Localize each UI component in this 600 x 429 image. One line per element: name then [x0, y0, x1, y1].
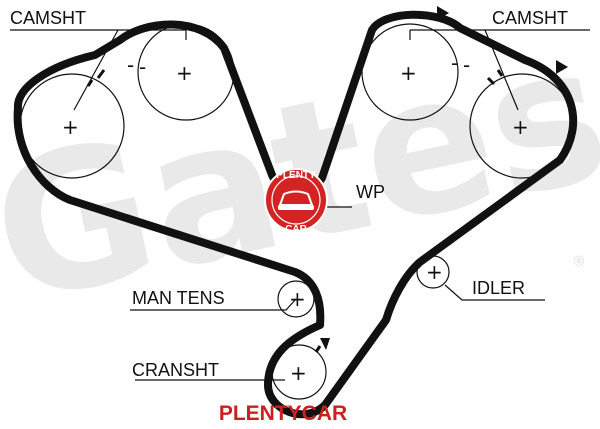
- left-camshaft-pulley-outer: [19, 73, 125, 179]
- rotation-arrow-crank-icon: [320, 338, 330, 350]
- leader-lines: [10, 29, 590, 381]
- right-outer-plus-mark: +: [512, 115, 529, 139]
- label-water-pump: WP: [356, 182, 385, 202]
- manual-tensioner-pulley: [277, 280, 315, 318]
- car-icon: [278, 190, 314, 206]
- rotation-arrow-right-icon: [556, 60, 568, 74]
- label-manual-tensioner: MAN TENS: [132, 288, 225, 308]
- crankshaft-pulley: [271, 344, 327, 400]
- right-timing-minus-mark: -: [451, 51, 458, 75]
- footer-brand: PLENTYCAR: [219, 402, 347, 425]
- right-camshaft-pulley-outer: [469, 73, 575, 179]
- label-idler: IDLER: [472, 278, 525, 298]
- label-crankshaft: CRANSHT: [132, 360, 219, 380]
- right-camshaft-pulley-inner: [361, 23, 459, 121]
- right-inner-plus-mark: +: [400, 61, 417, 85]
- alignment-ticks: [86, 69, 504, 353]
- badge-bottom-text: CAR: [285, 224, 307, 235]
- left-timing-minus-mark: -: [127, 53, 134, 77]
- label-camshaft-left: CAMSHT: [10, 8, 86, 28]
- crankshaft-plus-mark: +: [290, 361, 307, 385]
- label-camshaft-right: CAMSHT: [492, 8, 568, 28]
- left-inner-plus-mark: +: [176, 61, 193, 85]
- right-timing-minus-mark-2: -: [463, 53, 470, 77]
- badge-top-text: PLENTY: [276, 170, 316, 181]
- timing-belt: [13, 10, 578, 419]
- tensioner-plus-mark: +: [289, 287, 306, 311]
- left-timing-minus-mark-2: -: [139, 55, 146, 79]
- watermark-registered-mark: ®: [572, 254, 586, 270]
- idler-pulley: [416, 255, 450, 289]
- rotation-arrow-top-icon: [437, 6, 449, 20]
- left-outer-plus-mark: +: [62, 115, 79, 139]
- idler-plus-mark: +: [426, 260, 443, 284]
- plentycar-badge: PLENTY CAR: [264, 168, 328, 235]
- left-camshaft-pulley-inner: [137, 23, 235, 121]
